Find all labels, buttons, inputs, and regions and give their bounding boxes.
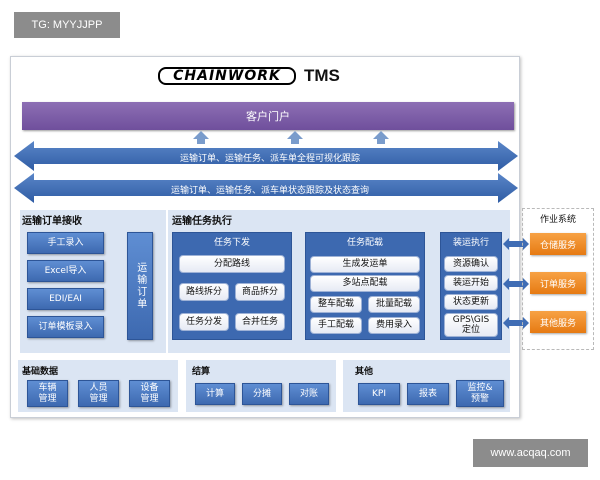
side-systems-title: 作业系统 xyxy=(539,215,576,225)
up-arrow-stem xyxy=(291,139,299,144)
up-arrow-icon xyxy=(193,131,209,139)
dispatch-item-route: 分配路线 xyxy=(179,255,285,273)
customer-portal-bar: 客户门户 xyxy=(22,102,514,130)
allocation-item-fee: 费用录入 xyxy=(368,317,420,334)
basic-item-equipment: 设备 管理 xyxy=(129,380,170,407)
allocation-item-shipment: 生成发运单 xyxy=(310,256,420,273)
loading-item-status: 状态更新 xyxy=(444,294,498,310)
loading-item-start: 装运开始 xyxy=(444,275,498,291)
order-item-manual: 手工录入 xyxy=(27,232,104,254)
side-systems-box xyxy=(522,208,594,350)
arrow-top-label: 运输订单、运输任务、派车单全程可视化跟踪 xyxy=(179,154,360,164)
watermark-top: TG: MYYJJPP xyxy=(14,12,120,38)
order-item-edi: EDI/EAI xyxy=(27,288,104,310)
settlement-item-allocate: 分摊 xyxy=(242,383,282,405)
allocation-item-manual: 手工配载 xyxy=(310,317,362,334)
loading-title: 装运执行 xyxy=(452,237,489,248)
basic-item-vehicle: 车辆 管理 xyxy=(27,380,68,407)
side-item-order: 订单服务 xyxy=(530,272,586,294)
transport-order-label: 运输订单 xyxy=(134,262,146,310)
order-receive-title: 运输订单接收 xyxy=(22,216,82,227)
allocation-item-full: 整车配载 xyxy=(310,296,362,313)
order-item-excel: Excel导入 xyxy=(27,260,104,282)
allocation-title: 任务配载 xyxy=(346,237,383,248)
logo-brand: CHAINWORK xyxy=(173,68,281,84)
up-arrow-icon xyxy=(287,131,303,139)
up-arrow-stem xyxy=(377,139,385,144)
settlement-title: 结算 xyxy=(192,367,211,377)
logo-brand-box: CHAINWORK xyxy=(158,67,296,85)
other-item-report: 报表 xyxy=(407,383,449,405)
execution-title: 运输任务执行 xyxy=(172,216,232,227)
side-item-warehouse: 仓储服务 xyxy=(530,233,586,255)
double-arrow-top-icon xyxy=(14,141,518,171)
basic-data-title: 基础数据 xyxy=(22,367,59,377)
allocation-item-multistop: 多站点配载 xyxy=(310,275,420,292)
other-item-monitor: 监控& 预警 xyxy=(456,380,504,407)
logo-product: TMS xyxy=(304,66,340,85)
order-item-template: 订单模板录入 xyxy=(27,316,104,338)
loading-item-resource: 资源确认 xyxy=(444,256,498,272)
other-item-kpi: KPI xyxy=(358,383,400,405)
dispatch-item-merge: 合并任务 xyxy=(235,313,285,331)
side-item-other: 其他服务 xyxy=(530,311,586,333)
watermark-bottom: www.acqaq.com xyxy=(473,439,588,467)
up-arrow-stem xyxy=(197,139,205,144)
basic-item-staff: 人员 管理 xyxy=(78,380,119,407)
other-title: 其他 xyxy=(355,367,374,377)
allocation-item-batch: 批量配载 xyxy=(368,296,420,313)
settlement-item-calc: 计算 xyxy=(195,383,235,405)
dispatch-item-goods-split: 商品拆分 xyxy=(235,283,285,301)
dispatch-item-route-split: 路线拆分 xyxy=(179,283,229,301)
loading-item-gps: GPS\GIS 定位 xyxy=(444,313,498,337)
dispatch-title: 任务下发 xyxy=(213,237,250,248)
settlement-item-reconcile: 对账 xyxy=(289,383,329,405)
up-arrow-icon xyxy=(373,131,389,139)
transport-order-vertical: 运输订单 xyxy=(127,232,153,340)
dispatch-item-distribute: 任务分发 xyxy=(179,313,229,331)
double-arrow-bottom-icon xyxy=(14,173,518,203)
arrow-bottom-label: 运输订单、运输任务、派车单状态跟踪及状态查询 xyxy=(170,186,369,196)
